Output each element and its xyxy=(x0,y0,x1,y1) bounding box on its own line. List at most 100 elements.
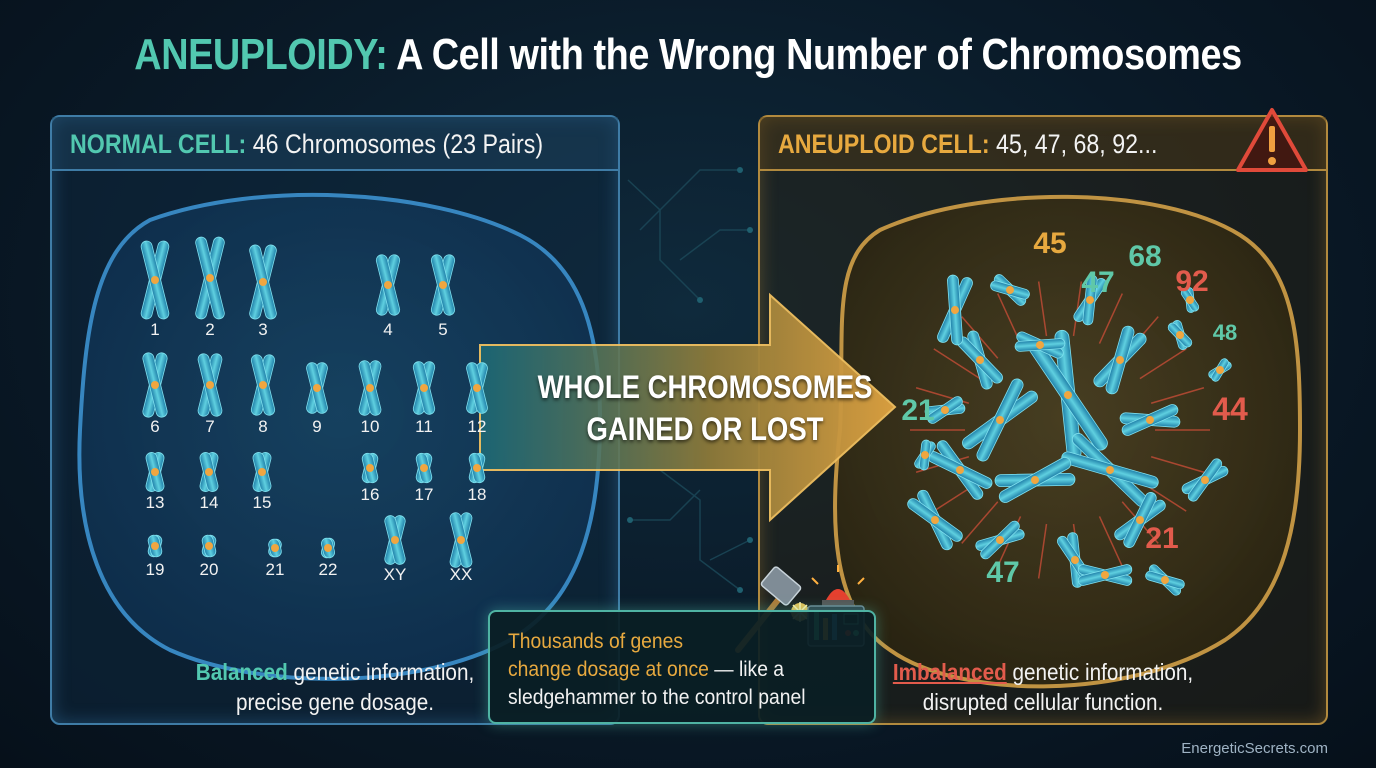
disruption-ray xyxy=(1150,456,1205,473)
karyotype-label: 19 xyxy=(146,560,165,579)
karyotype-chromosome xyxy=(268,538,282,558)
karyotype-label: XX xyxy=(450,565,473,584)
scattered-chromosome xyxy=(962,378,1038,462)
chromosome-count: 47 xyxy=(1081,266,1114,299)
title-rest: A Cell with the Wrong Number of Chromoso… xyxy=(396,30,1242,79)
karyotype-chromosome xyxy=(466,362,488,414)
arrow-label-line-1: WHOLE CHROMOSOMES xyxy=(537,369,873,405)
karyotype-chromosome xyxy=(199,452,219,492)
gene-dosage-callout: Thousands of genes change dosage at once… xyxy=(488,610,876,724)
disruption-ray xyxy=(1037,523,1048,579)
karyotype-label: 2 xyxy=(205,320,214,339)
scattered-chromosome xyxy=(1208,358,1232,382)
scattered-chromosome xyxy=(937,274,973,346)
karyotype-chromosome xyxy=(195,236,225,320)
chromosome-count: 47 xyxy=(986,556,1019,589)
aneuploid-caption-rest: genetic information, xyxy=(1006,659,1194,685)
karyotype-chromosome xyxy=(197,353,223,417)
normal-caption-rest: genetic information, xyxy=(287,659,475,685)
karyotype-label: 14 xyxy=(200,493,219,512)
karyotype-label: 13 xyxy=(146,493,165,512)
scattered-chromosome xyxy=(1114,492,1166,548)
normal-caption-highlight: Balanced xyxy=(195,659,288,685)
karyotype-chromosome xyxy=(415,452,433,484)
transition-arrow xyxy=(479,292,897,523)
karyotype-label: 21 xyxy=(266,560,285,579)
disruption-ray xyxy=(1098,516,1123,567)
karyotype-chromosome xyxy=(249,244,277,320)
normal-caption-line-2: precise gene dosage. xyxy=(236,689,434,715)
disruption-ray xyxy=(1072,281,1083,337)
disruption-ray xyxy=(961,316,999,359)
disruption-ray xyxy=(961,501,999,544)
karyotype-chromosome xyxy=(468,452,486,484)
karyotype-label: 4 xyxy=(383,320,392,339)
karyotype-chromosome xyxy=(145,452,165,492)
scattered-chromosome xyxy=(1093,325,1147,395)
karyotype-label: 9 xyxy=(312,417,321,436)
callout-line-3: sledgehammer to the control panel xyxy=(508,686,806,709)
chromosome-count: 21 xyxy=(901,394,934,427)
karyotype-chromosome xyxy=(449,512,473,568)
disruption-ray xyxy=(1098,293,1123,344)
callout-line-2-rest: — like a xyxy=(708,658,785,681)
disruption-ray xyxy=(933,348,981,380)
karyotype-label: 6 xyxy=(150,417,159,436)
karyotype-chromosome xyxy=(250,354,276,416)
scattered-chromosome xyxy=(1181,458,1229,502)
normal-cell-caption: Balanced genetic information, precise ge… xyxy=(79,657,592,717)
karyotype-chromosome xyxy=(361,452,379,484)
callout-line-1: Thousands of genes xyxy=(508,630,684,653)
karyotype-chromosome xyxy=(375,254,401,316)
scattered-chromosome xyxy=(907,489,963,551)
scattered-chromosome xyxy=(914,439,936,471)
arrow-label-line-2: GAINED OR LOST xyxy=(586,411,824,447)
callout-line-2: change dosage at once xyxy=(508,658,709,681)
aneuploid-cell-heading-rest: 45, 47, 68, 92... xyxy=(996,129,1158,159)
disruption-ray xyxy=(1150,387,1205,404)
karyotype-label: XY xyxy=(384,565,407,584)
scattered-chromosome xyxy=(1145,564,1185,596)
karyotype-label: 11 xyxy=(415,417,433,436)
aneuploid-caption-highlight: Imbalanced xyxy=(892,659,1007,685)
aneuploid-cell-caption: Imbalanced genetic information, disrupte… xyxy=(787,657,1300,717)
chromosome-count: 68 xyxy=(1128,240,1161,273)
page-title: ANEUPLOIDY: A Cell with the Wrong Number… xyxy=(96,30,1279,80)
karyotype-chromosome xyxy=(412,361,436,415)
karyotype-chromosome xyxy=(430,254,456,316)
normal-cell-heading: NORMAL CELL: 46 Chromosomes (23 Pairs) xyxy=(52,117,618,171)
scattered-chromosome xyxy=(1073,274,1107,326)
karyotype-chromosome xyxy=(252,452,272,492)
karyotype-label: 20 xyxy=(200,560,219,579)
scattered-chromosomes xyxy=(907,274,1232,596)
karyotype-chromosome xyxy=(384,515,406,565)
normal-cell-heading-rest: 46 Chromosomes (23 Pairs) xyxy=(252,129,544,159)
karyotype-label: 5 xyxy=(438,320,447,339)
karyotype-chromosome xyxy=(140,240,170,320)
chromosome-count: 45 xyxy=(1033,227,1066,260)
scattered-chromosome xyxy=(1061,433,1159,507)
karyotype-label: 10 xyxy=(361,417,380,436)
normal-cell-heading-accent: NORMAL CELL: xyxy=(70,129,247,159)
karyotype-label: 16 xyxy=(361,485,380,504)
scattered-chromosome xyxy=(994,457,1076,503)
chromosome-count: 92 xyxy=(1175,265,1208,298)
footer-credit: EnergeticSecrets.com xyxy=(1181,740,1328,757)
scattered-chromosome xyxy=(1028,329,1108,461)
karyotype-chromosome xyxy=(321,537,335,559)
karyotype-label: 18 xyxy=(468,485,487,504)
chromosome-count: 44 xyxy=(1212,391,1248,427)
karyotype-chromosome xyxy=(201,534,217,558)
karyotype-label: 8 xyxy=(258,417,267,436)
scattered-chromosome xyxy=(1014,331,1066,359)
siren-icon xyxy=(811,565,865,606)
aneuploid-cell-heading: ANEUPLOID CELL: 45, 47, 68, 92... xyxy=(760,117,1326,171)
disruption-ray xyxy=(1139,348,1187,380)
scattered-chromosome xyxy=(1180,287,1200,313)
scattered-chromosome xyxy=(1119,404,1181,436)
karyotype-label: 15 xyxy=(253,493,272,512)
arrow-label: WHOLE CHROMOSOMES GAINED OR LOST xyxy=(533,366,877,450)
